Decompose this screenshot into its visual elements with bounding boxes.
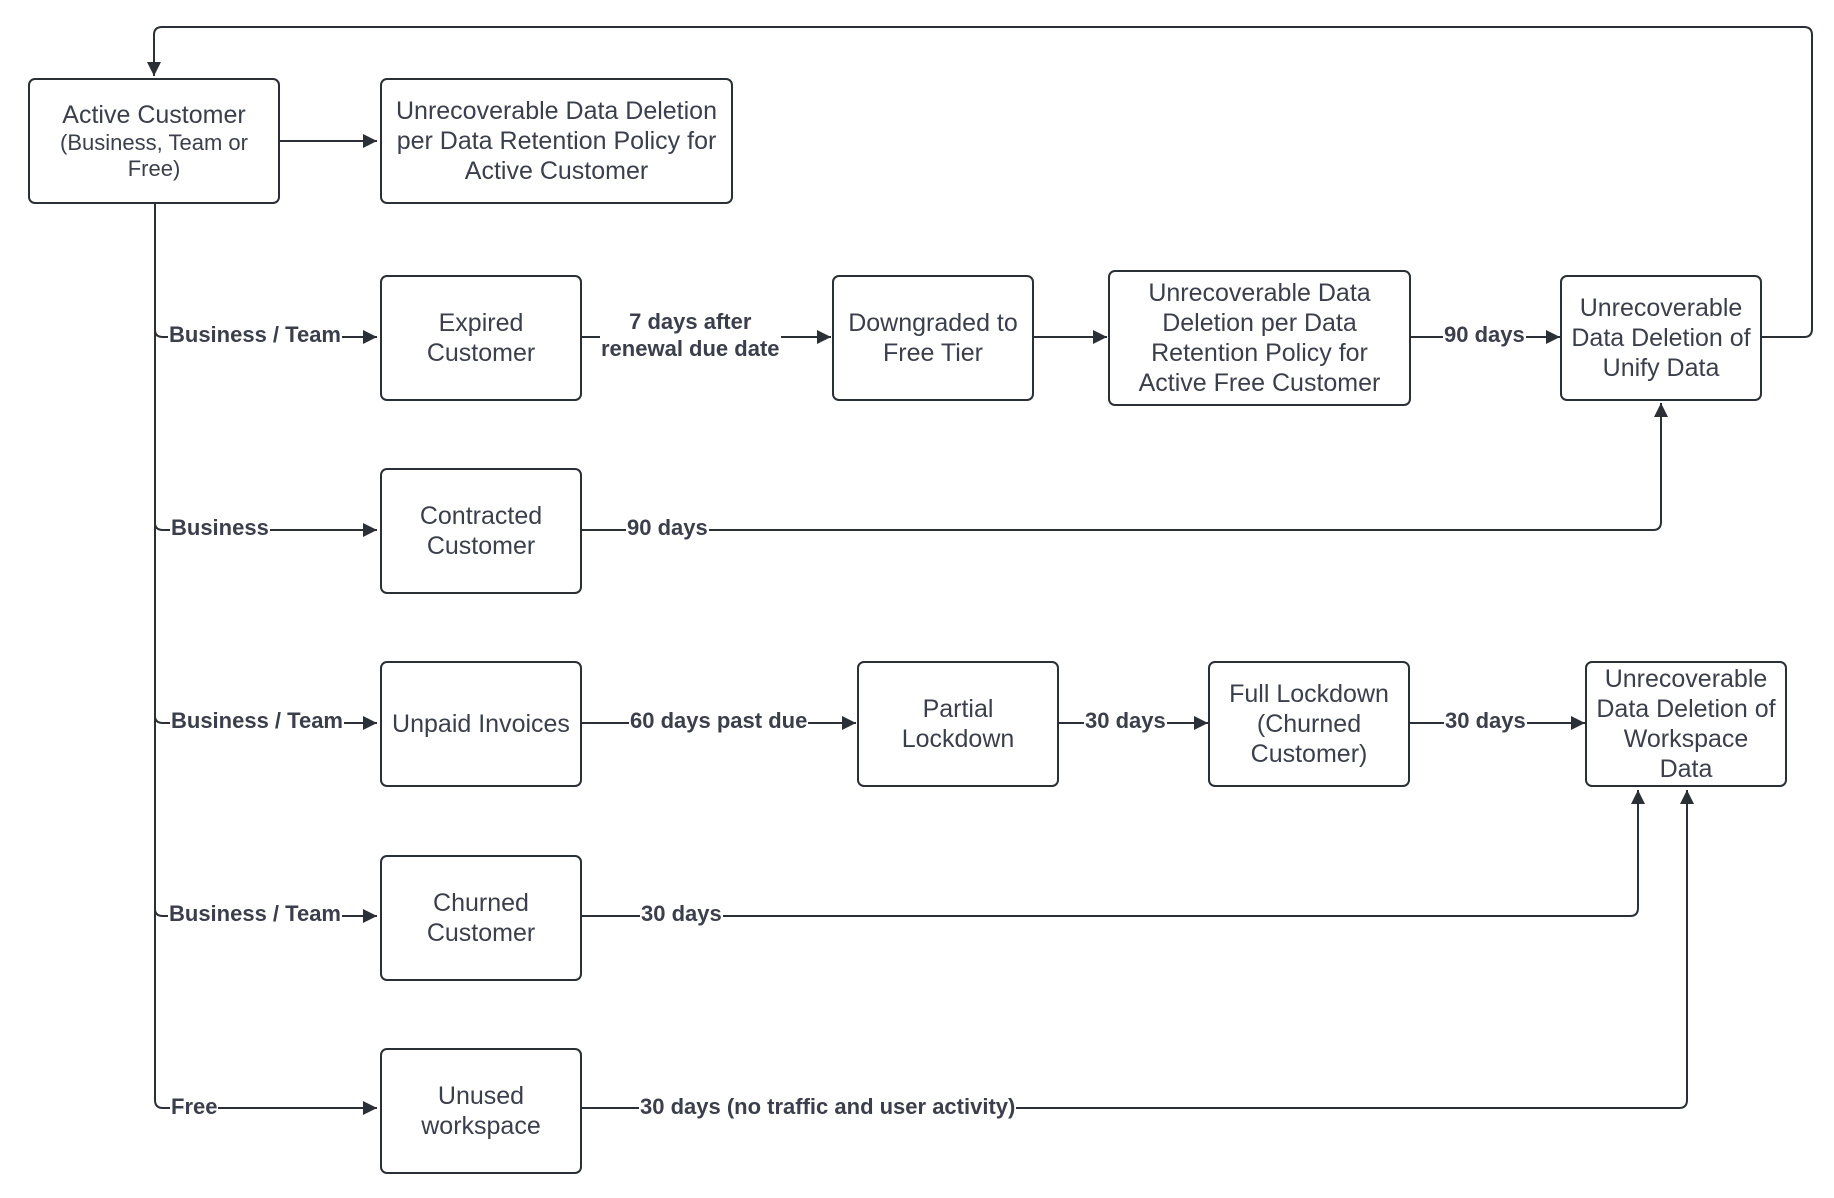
node-partial-lockdown: Partial Lockdown xyxy=(857,661,1059,787)
node-full-lockdown: Full Lockdown (Churned Customer) xyxy=(1208,661,1410,787)
edge-trunk xyxy=(154,203,164,1109)
edge-label-expired-to-downgraded-line1: 7 days after xyxy=(629,309,752,334)
edge-branch-unpaid xyxy=(154,715,377,730)
edge-branch-expired xyxy=(154,329,377,344)
node-expired-customer: Expired Customer xyxy=(380,275,582,401)
node-unpaid-invoices-label: Unpaid Invoices xyxy=(392,710,570,738)
node-free-retention-label: Unrecoverable Data Deletion per Data Ret… xyxy=(1138,279,1381,397)
edge-churned-to-workspace xyxy=(582,790,1645,917)
edge-label-branch-unused: Free xyxy=(170,1093,219,1120)
node-workspace-deletion: Unrecoverable Data Deletion of Workspace… xyxy=(1585,661,1787,787)
edge-label-partial-to-full: 30 days xyxy=(1084,707,1167,734)
edge-label-free-retention-to-unify: 90 days xyxy=(1443,321,1526,348)
edge-label-full-to-workspace: 30 days xyxy=(1444,707,1527,734)
node-unpaid-invoices: Unpaid Invoices xyxy=(380,661,582,787)
node-unused-workspace: Unused workspace xyxy=(380,1048,582,1174)
node-unused-workspace-label: Unused workspace xyxy=(421,1082,541,1140)
node-workspace-deletion-label: Unrecoverable Data Deletion of Workspace… xyxy=(1596,665,1776,783)
edge-label-branch-churned: Business / Team xyxy=(168,900,342,927)
node-active-customer: Active Customer (Business, Team or Free) xyxy=(28,78,280,204)
edge-unused-to-workspace xyxy=(582,790,1694,1109)
node-active-retention: Unrecoverable Data Deletion per Data Ret… xyxy=(380,78,733,204)
node-unify-deletion: Unrecoverable Data Deletion of Unify Dat… xyxy=(1560,275,1762,401)
node-expired-customer-label: Expired Customer xyxy=(426,309,536,367)
edge-label-expired-to-downgraded: 7 days after renewal due date xyxy=(600,308,781,362)
edge-contracted-to-unify xyxy=(582,403,1668,531)
edge-label-branch-unpaid: Business / Team xyxy=(170,707,344,734)
node-churned-customer-label: Churned Customer xyxy=(426,889,536,947)
edge-label-expired-to-downgraded-line2: renewal due date xyxy=(601,336,780,361)
node-churned-customer: Churned Customer xyxy=(380,855,582,981)
node-active-customer-sub: (Business, Team or Free) xyxy=(60,130,248,181)
edge-label-branch-expired: Business / Team xyxy=(168,321,342,348)
node-unify-deletion-label: Unrecoverable Data Deletion of Unify Dat… xyxy=(1571,294,1751,382)
node-contracted-customer-label: Contracted Customer xyxy=(419,502,543,560)
edge-branch-contracted xyxy=(154,522,377,537)
edge-label-churned-to-workspace: 30 days xyxy=(640,900,723,927)
node-contracted-customer: Contracted Customer xyxy=(380,468,582,594)
edge-label-unpaid-to-partial: 60 days past due xyxy=(629,707,809,734)
edge-unify-loop-to-active xyxy=(147,26,1813,338)
node-full-lockdown-label: Full Lockdown (Churned Customer) xyxy=(1229,680,1389,768)
node-downgraded-label: Downgraded to Free Tier xyxy=(848,309,1018,367)
edge-label-contracted-to-unify: 90 days xyxy=(626,514,709,541)
edge-branch-churned xyxy=(154,908,377,923)
edge-label-branch-contracted: Business xyxy=(170,514,270,541)
node-partial-lockdown-label: Partial Lockdown xyxy=(901,695,1015,753)
node-active-customer-label: Active Customer xyxy=(62,101,246,129)
edge-label-unused-to-workspace: 30 days (no traffic and user activity) xyxy=(639,1093,1017,1120)
node-downgraded: Downgraded to Free Tier xyxy=(832,275,1034,401)
node-active-retention-label: Unrecoverable Data Deletion per Data Ret… xyxy=(395,97,717,185)
node-free-retention: Unrecoverable Data Deletion per Data Ret… xyxy=(1108,270,1411,406)
